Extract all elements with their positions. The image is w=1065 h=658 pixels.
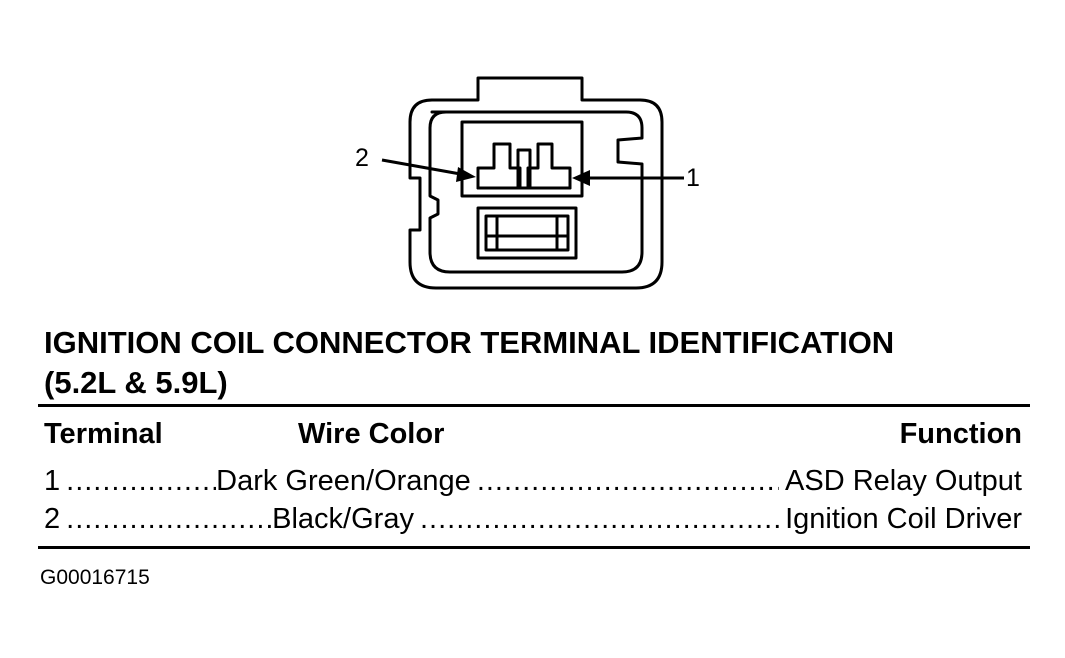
callout-2-leader xyxy=(381,158,467,177)
table-row: 1 Dark Green/Orange ASD Relay Output xyxy=(44,464,1022,498)
leader-dots xyxy=(66,502,272,536)
figure-subtitle: (5.2L & 5.9L) xyxy=(44,365,228,400)
terminal-number: 1 xyxy=(44,465,61,497)
terminal-function: ASD Relay Output xyxy=(785,465,1022,497)
terminal-cavity xyxy=(460,120,584,198)
table-top-rule xyxy=(38,404,1030,407)
wire-color: Black/Gray xyxy=(272,503,414,535)
terminal-number: 2 xyxy=(44,503,61,535)
terminal-1 xyxy=(526,142,572,190)
lock-tab xyxy=(476,206,578,260)
leader-dots xyxy=(420,502,779,536)
connector-inner-outline xyxy=(428,110,644,274)
header-wire-color: Wire Color xyxy=(298,418,445,450)
table-row: 2 Black/Gray Ignition Coil Driver xyxy=(44,502,1022,536)
wire-color: Dark Green/Orange xyxy=(216,465,471,497)
terminal-2 xyxy=(476,142,522,190)
terminal-function: Ignition Coil Driver xyxy=(785,503,1022,535)
callout-label-1: 1 xyxy=(686,164,700,192)
leader-dots xyxy=(477,464,779,498)
figure-id: G00016715 xyxy=(40,566,150,589)
leader-dots xyxy=(66,464,216,498)
terminal-center-post xyxy=(516,148,532,190)
header-function: Function xyxy=(899,418,1022,450)
callout-1-arrowhead xyxy=(572,170,590,186)
callout-2-arrowhead xyxy=(456,167,476,182)
header-terminal: Terminal xyxy=(44,418,163,450)
callout-label-2: 2 xyxy=(355,144,369,172)
figure-title: IGNITION COIL CONNECTOR TERMINAL IDENTIF… xyxy=(44,325,895,360)
table-bottom-rule xyxy=(38,546,1030,549)
connector-housing-outline xyxy=(408,76,664,290)
